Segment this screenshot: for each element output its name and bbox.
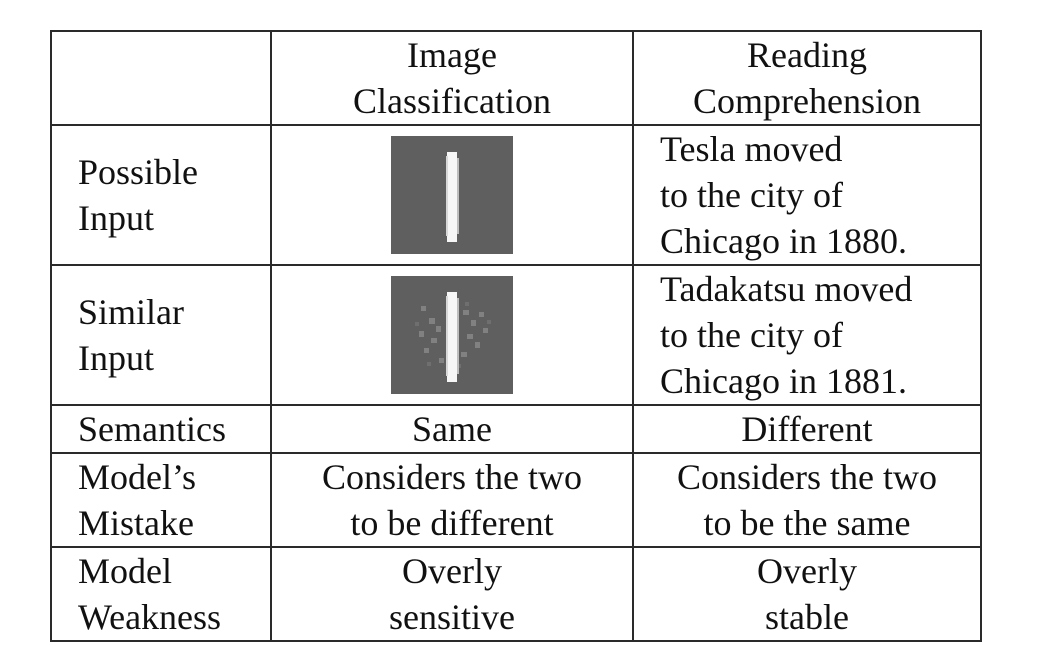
row-label-line-2: Mistake	[78, 503, 194, 543]
weakness-reading-line-2: stable	[765, 597, 849, 637]
header-image-classification: Image Classification	[270, 30, 634, 126]
comparison-table: Image Classification Reading Comprehensi…	[50, 30, 982, 642]
row-label-line-1: Similar	[78, 292, 184, 332]
row-label-line-2: Input	[78, 338, 154, 378]
mistake-image-line-1: Considers the two	[322, 457, 582, 497]
header-image-line-2: Classification	[353, 81, 551, 121]
row-label-model-weakness: Model Weakness	[50, 546, 272, 642]
similar-text-line-2: to the city of	[660, 315, 843, 355]
possible-text-line-1: Tesla moved	[660, 129, 843, 169]
row-label-possible-input: Possible Input	[50, 124, 272, 266]
mistake-reading-line-1: Considers the two	[677, 457, 937, 497]
weakness-reading-line-1: Overly	[757, 551, 857, 591]
possible-text-line-3: Chicago in 1880.	[660, 221, 907, 261]
weakness-image-cell: Overly sensitive	[270, 546, 634, 642]
row-label-line-2: Input	[78, 198, 154, 238]
row-label-models-mistake: Model’s Mistake	[50, 452, 272, 548]
row-label-line-1: Model’s	[78, 457, 197, 497]
header-image-line-1: Image	[407, 35, 497, 75]
mistake-reading-cell: Considers the two to be the same	[632, 452, 982, 548]
row-semantics: Semantics Same Different	[50, 404, 982, 454]
row-model-weakness: Model Weakness Overly sensitive Overly s…	[50, 546, 982, 642]
header-reading-line-2: Comprehension	[693, 81, 921, 121]
semantics-reading-cell: Different	[632, 404, 982, 454]
row-similar-input: Similar Input	[50, 264, 982, 406]
mistake-reading-line-2: to be the same	[703, 503, 911, 543]
header-row: Image Classification Reading Comprehensi…	[50, 30, 982, 126]
row-models-mistake: Model’s Mistake Considers the two to be …	[50, 452, 982, 548]
row-label-line-2: Weakness	[78, 597, 222, 637]
weakness-image-line-1: Overly	[402, 551, 502, 591]
similar-text-line-1: Tadakatsu moved	[660, 269, 913, 309]
row-possible-input: Possible Input Tesla moved to the city o…	[50, 124, 982, 266]
possible-input-text-cell: Tesla moved to the city of Chicago in 18…	[632, 124, 982, 266]
similar-input-text-cell: Tadakatsu moved to the city of Chicago i…	[632, 264, 982, 406]
header-reading-comprehension: Reading Comprehension	[632, 30, 982, 126]
header-reading-line-1: Reading	[747, 35, 867, 75]
possible-text-line-2: to the city of	[660, 175, 843, 215]
row-label-line-1: Possible	[78, 152, 199, 192]
semantics-image-cell: Same	[270, 404, 634, 454]
similar-text-line-3: Chicago in 1881.	[660, 361, 907, 401]
mistake-image-line-2: to be different	[350, 503, 554, 543]
weakness-image-line-2: sensitive	[389, 597, 515, 637]
possible-input-image-cell	[270, 124, 634, 266]
mistake-image-cell: Considers the two to be different	[270, 452, 634, 548]
digit-one-clean-image	[391, 136, 513, 254]
row-label-similar-input: Similar Input	[50, 264, 272, 406]
row-label-semantics: Semantics	[50, 404, 272, 454]
similar-input-image-cell	[270, 264, 634, 406]
row-label-line-1: Model	[78, 551, 172, 591]
digit-one-noisy-image	[391, 276, 513, 394]
empty-corner-cell	[50, 30, 272, 126]
weakness-reading-cell: Overly stable	[632, 546, 982, 642]
